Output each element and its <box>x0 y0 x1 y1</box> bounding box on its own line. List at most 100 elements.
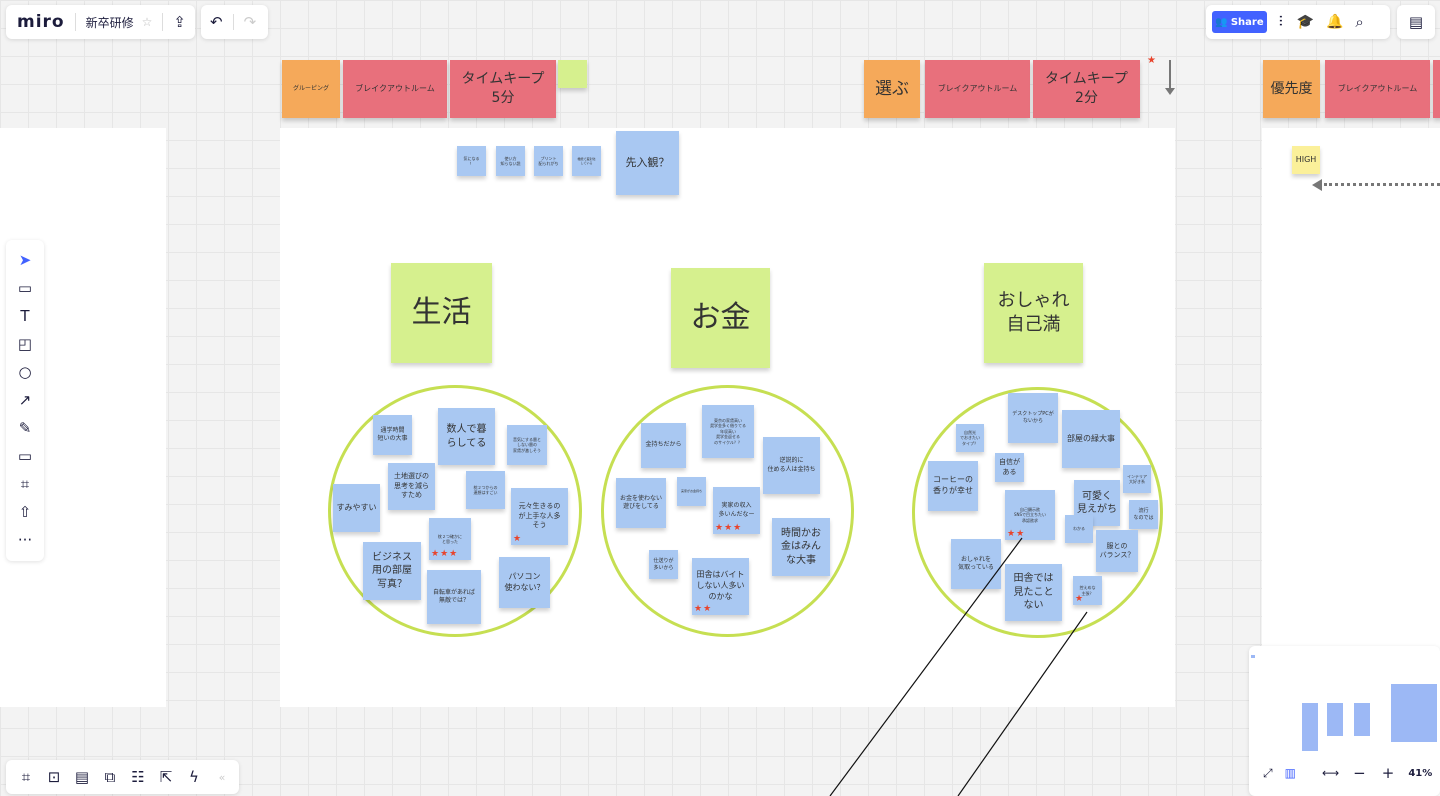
zoom-in-button[interactable]: + <box>1381 764 1395 782</box>
sticky-note[interactable]: 部屋の緑大事 <box>1062 410 1120 468</box>
sticky-partial[interactable] <box>1433 60 1440 118</box>
sticky-note[interactable]: すみやすい <box>333 484 380 532</box>
arrow-tool-icon[interactable]: ↗ <box>18 391 32 409</box>
settings-sliders-icon[interactable]: ⫶ <box>1279 14 1283 30</box>
sticky-blank-green[interactable] <box>558 60 587 88</box>
sticky-note[interactable]: 使い方 知らない説 <box>496 146 525 176</box>
document-icon[interactable]: ▤ <box>1408 13 1424 31</box>
frames-icon[interactable]: ⌗ <box>21 768 31 786</box>
comments-icon[interactable]: ▤ <box>74 768 90 786</box>
sticky-note[interactable]: 実家がお金持ち <box>677 477 706 506</box>
sticky-note[interactable]: 自転車があれば 無敵では？ <box>427 570 481 624</box>
sticky-breakout-room[interactable]: ブレイクアウトルーム <box>343 60 447 118</box>
sticky-note[interactable]: 金持ちだから <box>641 423 686 468</box>
templates-icon[interactable]: ▭ <box>17 279 33 297</box>
fit-width-icon[interactable]: ⟷ <box>1321 766 1340 780</box>
sticky-note[interactable]: 自信が ある <box>995 453 1024 482</box>
sticky-note[interactable]: 東京の家賃高い 奨学金多く借りてる 年収高い 奨学金返せる のサイクル？？ <box>702 405 754 458</box>
text-tool-icon[interactable]: T <box>20 307 30 325</box>
bell-icon[interactable]: 🔔 <box>1325 14 1344 30</box>
sticky-note[interactable]: デスクトップPCが ないから <box>1008 393 1058 443</box>
search-icon[interactable]: ⌕ <box>1355 13 1364 31</box>
sticky-note[interactable]: わかる <box>1065 515 1093 543</box>
category-money[interactable]: お金 <box>671 268 770 368</box>
sticky-note[interactable]: 仕送りが 多いから <box>649 550 678 579</box>
sticky-note[interactable]: 機能で差別化 している <box>572 146 601 176</box>
comment-icon[interactable]: ▭ <box>17 447 33 465</box>
star-rating: ★ <box>1075 594 1085 604</box>
sticky-note[interactable]: 音気にする層と しない層の 家賃が激しそう <box>507 425 547 465</box>
sticky-note[interactable]: プリント 配られがち <box>534 146 563 176</box>
users-icon: 👥 <box>1215 16 1228 28</box>
sticky-note[interactable]: 元々生きるの が上手な人多 そう★ <box>511 488 568 545</box>
sticky-note[interactable]: おしゃれを 気取っている <box>951 539 1001 589</box>
sticky-note[interactable]: 時間かお 金はみん な大事 <box>772 518 830 576</box>
left-toolbar: ➤ ▭ T ◰ ○ ↗ ✎ ▭ ⌗ ⇧ ··· <box>6 240 44 561</box>
frame-tool-icon[interactable]: ⌗ <box>20 475 30 493</box>
sticky-note[interactable]: 流行 なのでは <box>1129 500 1158 529</box>
sticky-note[interactable]: 土地選びの 思考を減ら すため <box>388 463 435 510</box>
sticky-text: 田舎はバイト しない人多い のかな <box>696 570 745 601</box>
sticky-note[interactable]: 通学時間 短いの大事 <box>373 415 412 455</box>
sticky-note[interactable]: 自己顕示欲 SNSで目立ちたい 承認欲求★★ <box>1005 490 1055 540</box>
sticky-breakout-room-3[interactable]: ブレイクアウトルーム <box>1325 60 1430 118</box>
sticky-grouping[interactable]: グルーピング <box>282 60 340 118</box>
sticky-note[interactable]: 自然光 でおきたい タイプ？ <box>956 424 984 452</box>
sticky-breakout-room-2[interactable]: ブレイクアウトルーム <box>925 60 1030 118</box>
miro-logo[interactable]: miro <box>17 12 65 32</box>
sticky-note[interactable]: 気になる ！ <box>457 146 486 176</box>
presentation-icon[interactable]: ⊡ <box>47 768 61 786</box>
sticky-note[interactable]: 逆説的に 住める人は金持ち <box>763 437 820 494</box>
minimap-frame <box>1327 703 1343 736</box>
collapse-icon[interactable]: « <box>218 770 226 784</box>
fullscreen-icon[interactable]: ⤢ <box>1263 765 1273 780</box>
sticky-note[interactable]: 控えめな 主張？★ <box>1073 576 1102 605</box>
sticky-timekeep-2[interactable]: タイムキープ 2分 <box>1033 60 1140 118</box>
sticky-priority[interactable]: 優先度 <box>1263 60 1320 118</box>
sticky-note[interactable]: 枕２つからの 連想はすごい <box>466 471 505 509</box>
sticky-text: 実家の収入 多いんだなー <box>718 502 755 518</box>
zoom-out-button[interactable]: − <box>1353 764 1366 782</box>
zoom-level[interactable]: 41% <box>1408 767 1433 779</box>
screen-share-icon[interactable]: ⧉ <box>104 768 116 786</box>
sticky-note[interactable]: 服との バランス？ <box>1096 530 1138 572</box>
upload-icon[interactable]: ⇧ <box>18 503 32 521</box>
minimap[interactable]: ⤢ ▥ ⟷ − + 41% <box>1249 646 1440 796</box>
sticky-note[interactable]: ビジネス 用の部屋 写真？ <box>363 542 421 600</box>
lightning-icon[interactable]: ϟ <box>189 768 199 786</box>
share-screen-icon[interactable]: ⇱ <box>159 768 173 786</box>
sticky-prejudice[interactable]: 先入観？ <box>616 131 679 195</box>
sticky-note[interactable]: 数人で暮 らしてる <box>438 408 495 465</box>
sticky-high[interactable]: HIGH <box>1292 146 1320 174</box>
star-icon[interactable]: ☆ <box>141 15 153 29</box>
select-tool-icon[interactable]: ➤ <box>18 251 32 269</box>
shape-tool-icon[interactable]: ○ <box>18 363 32 381</box>
sticky-timekeep-5[interactable]: タイムキープ 5分 <box>450 60 556 118</box>
board-title[interactable]: 新卒研修 <box>85 15 134 30</box>
category-fashion[interactable]: おしゃれ 自己満 <box>984 263 1083 363</box>
undo-icon[interactable]: ↶ <box>210 13 223 31</box>
sticky-note[interactable]: お金を使わない 遊びをしてる <box>616 478 666 528</box>
sticky-note-icon[interactable]: ◰ <box>17 335 33 353</box>
sticky-note[interactable]: 実家の収入 多いんだなー★★★ <box>713 487 760 534</box>
arrow-left-icon <box>1312 179 1322 191</box>
sticky-note[interactable]: パソコン 使わない？ <box>499 557 550 608</box>
map-icon[interactable]: ▥ <box>1284 766 1296 780</box>
sticky-note[interactable]: 田舎では 見たこと ない <box>1005 564 1062 621</box>
share-button[interactable]: 👥Share <box>1212 11 1267 33</box>
graduation-cap-icon[interactable]: 🎓 <box>1296 14 1314 30</box>
sticky-note[interactable]: 枕２つ確かに と思った★★★ <box>429 518 471 560</box>
pen-tool-icon[interactable]: ✎ <box>18 419 32 437</box>
share-label: Share <box>1230 16 1264 28</box>
redo-icon: ↷ <box>243 13 257 31</box>
sticky-choose[interactable]: 選ぶ <box>864 60 920 118</box>
arrow-down-icon <box>1169 60 1171 90</box>
sticky-note[interactable]: 田舎はバイト しない人多い のかな★★ <box>692 558 749 615</box>
cards-icon[interactable]: ☷ <box>131 768 145 786</box>
category-life[interactable]: 生活 <box>391 263 492 363</box>
sticky-note[interactable]: コーヒーの 香りが幸せ <box>928 461 978 511</box>
export-icon[interactable]: ⇪ <box>173 13 186 31</box>
sticky-note[interactable]: インテリア 大好き系 <box>1123 465 1151 493</box>
more-icon[interactable]: ··· <box>17 531 33 549</box>
group-circle-life <box>328 385 582 637</box>
